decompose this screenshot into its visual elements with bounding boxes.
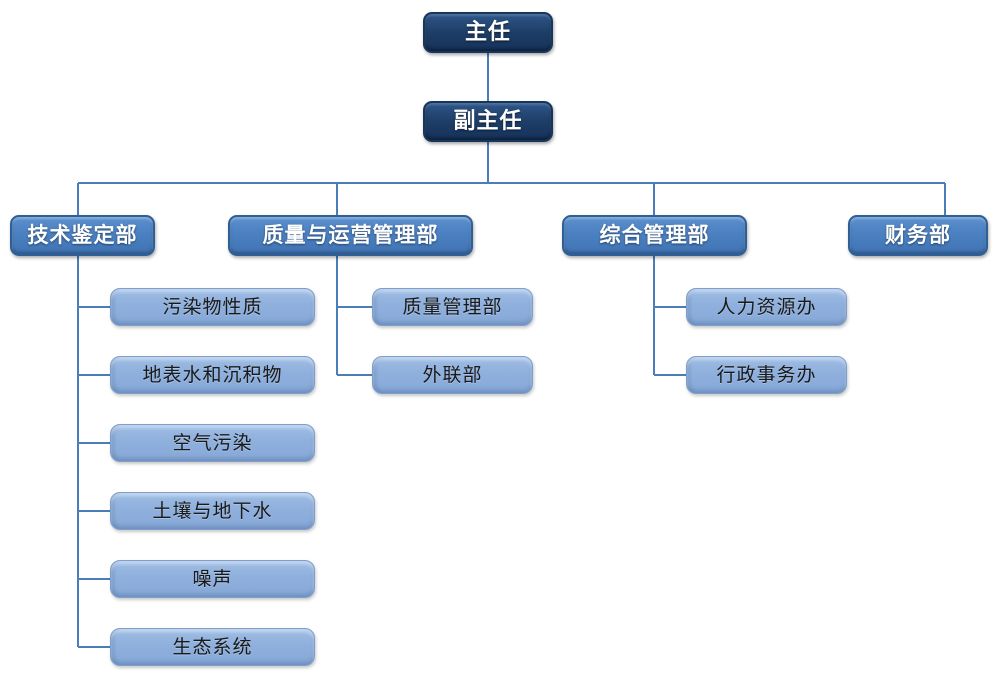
node-tech-child-soil-groundwater[interactable]: 土壤与地下水	[110, 492, 315, 530]
node-tech-child-ecosystem[interactable]: 生态系统	[110, 628, 315, 666]
node-deputy-director[interactable]: 副主任	[423, 101, 553, 142]
node-department-finance-label: 财务部	[885, 223, 951, 247]
node-tech-child-air-pollution-label: 空气污染	[172, 431, 253, 454]
node-general-child-administrative-affairs[interactable]: 行政事务办	[686, 356, 847, 394]
node-department-quality-operations[interactable]: 质量与运营管理部	[228, 215, 473, 256]
node-tech-child-ecosystem-label: 生态系统	[172, 635, 253, 658]
node-tech-child-pollutant-properties[interactable]: 污染物性质	[110, 288, 315, 326]
node-tech-child-noise[interactable]: 噪声	[110, 560, 315, 598]
node-tech-child-soil-groundwater-label: 土壤与地下水	[152, 499, 273, 522]
node-department-general-management[interactable]: 综合管理部	[562, 215, 747, 256]
node-deputy-director-label: 副主任	[453, 108, 523, 134]
node-department-general-management-label: 综合管理部	[599, 223, 710, 247]
node-director-label: 主任	[464, 19, 511, 45]
node-tech-child-surface-water-sediment[interactable]: 地表水和沉积物	[110, 356, 315, 394]
node-quality-child-quality-management[interactable]: 质量管理部	[372, 288, 533, 326]
node-tech-child-noise-label: 噪声	[192, 567, 233, 590]
node-director[interactable]: 主任	[423, 12, 553, 53]
node-quality-child-external-relations[interactable]: 外联部	[372, 356, 533, 394]
node-general-child-human-resources-label: 人力资源办	[716, 295, 817, 318]
node-quality-child-external-relations-label: 外联部	[422, 363, 483, 386]
node-tech-child-surface-water-sediment-label: 地表水和沉积物	[142, 363, 283, 386]
node-quality-child-quality-management-label: 质量管理部	[402, 295, 503, 318]
node-department-finance[interactable]: 财务部	[848, 215, 988, 256]
node-general-child-administrative-affairs-label: 行政事务办	[716, 363, 817, 386]
node-tech-child-pollutant-properties-label: 污染物性质	[162, 295, 263, 318]
node-department-quality-operations-label: 质量与运营管理部	[262, 223, 439, 247]
node-department-technical[interactable]: 技术鉴定部	[10, 215, 155, 256]
node-tech-child-air-pollution[interactable]: 空气污染	[110, 424, 315, 462]
node-general-child-human-resources[interactable]: 人力资源办	[686, 288, 847, 326]
node-department-technical-label: 技术鉴定部	[27, 223, 138, 247]
